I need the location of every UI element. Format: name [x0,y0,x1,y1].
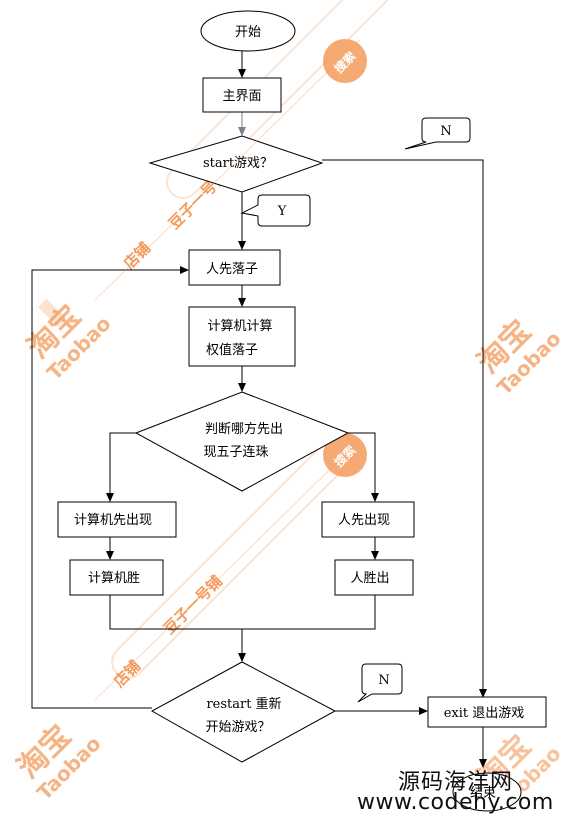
node-human-first: 人先出现 [321,501,415,538]
edge-cpuwins-merge [109,595,376,630]
node-judge-decision: 判断哪方先出 现五子连珠 [134,391,350,492]
node-exit: exit 退出游戏 [427,696,547,728]
node-cpu-wins: 计算机胜 [69,559,164,596]
site-url: www.codehy.com [357,790,554,815]
watermark-shop-label: 店铺 [120,239,154,273]
node-exit-label: exit 退出游戏 [444,706,525,721]
node-start: 开始 [200,10,296,52]
edge-decision-exit-no [322,159,487,698]
watermark-taobao-right: 淘宝 Taobao [471,313,562,399]
node-cpu-move-line1: 计算机计算 [207,319,272,334]
node-end: 结束 [452,772,522,812]
edge-judge-cpufirst [106,432,136,502]
node-human-move: 人先落子 [188,249,281,286]
node-human-first-label: 人先出现 [338,513,390,528]
callout-yes: Y [240,194,311,227]
node-main-screen-label: 主界面 [222,89,261,104]
node-cpu-first-label: 计算机先出现 [74,513,152,528]
watermark-band-top [38,0,390,327]
connectors [31,51,487,768]
watermark-shop-mid: 店铺 [110,657,144,691]
node-restart-decision: restart 重新 开始游戏？ [150,661,337,763]
node-judge-line1: 判断哪方先出 [205,421,283,437]
node-start-game-label: start游戏？ [203,156,273,171]
callout-yes-label: Y [277,204,287,219]
callout-no-top: N [404,117,471,150]
node-judge-line2: 现五子连珠 [203,444,268,460]
node-restart-line1: restart 重新 [206,696,281,712]
node-main-screen: 主界面 [202,77,282,113]
callout-no-bottom-label: N [378,673,389,688]
svg-text:店铺: 店铺 [110,657,144,691]
edge-judge-humanfirst [348,432,379,502]
node-cpu-first: 计算机先出现 [57,501,177,538]
node-cpu-wins-label: 计算机胜 [88,571,140,586]
node-human-wins-label: 人胜出 [350,571,389,586]
node-cpu-move: 计算机计算 权值落子 [188,306,296,367]
watermark-overlay [94,39,361,701]
callout-no-bottom: N [357,663,403,703]
node-cpu-move-line2: 权值落子 [206,342,258,358]
watermark-search-mid: 搜索 [323,433,367,477]
site-name: 源码海洋网 [398,770,514,795]
node-restart-line2: 开始游戏？ [205,720,270,735]
node-start-label: 开始 [235,25,261,40]
watermark-shop-top: 店铺 [120,239,154,273]
watermark-taobao-left-top: 淘宝 Taobao [21,298,116,384]
node-start-game-decision: start游戏？ [148,135,324,193]
edge-restart-loop-yes [31,266,189,709]
node-end-label: 结束 [470,786,496,801]
callout-no-top-label: N [440,124,451,139]
watermark-taobao-left-bottom: 淘宝 Taobao [11,718,106,804]
watermark-search-top: 搜索 [323,39,367,83]
node-human-move-label: 人先落子 [206,262,258,277]
node-human-wins: 人胜出 [334,559,414,596]
